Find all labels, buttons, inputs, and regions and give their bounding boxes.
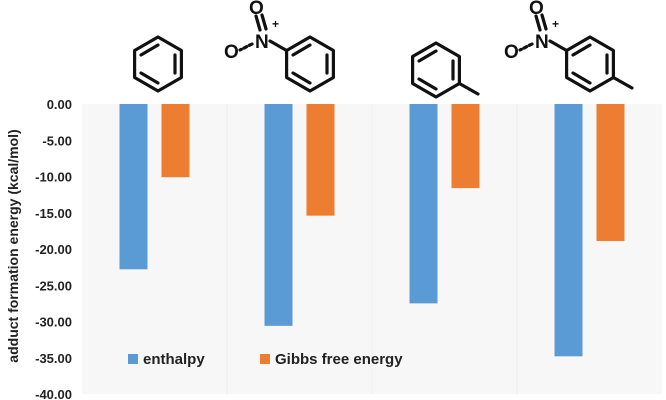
y-tick-label: -15.00 [35, 206, 72, 221]
y-tick-label: -20.00 [35, 242, 72, 257]
bar-enthalpy-benzene [119, 104, 148, 270]
legend-swatch-enthalpy [128, 354, 138, 364]
y-axis-ticks: 0.00 -5.00 -10.00 -15.00 -20.00 -25.00 -30.00 -… [35, 97, 72, 400]
svg-text:O: O [224, 42, 239, 63]
y-tick-label: -30.00 [35, 315, 72, 330]
legend-label-enthalpy: enthalpy [143, 351, 205, 368]
bar-gibbs-4-nitrotoluene [596, 104, 625, 242]
toluene-structure-icon [411, 41, 480, 99]
y-tick-label: -40.00 [35, 387, 72, 400]
bar-enthalpy-toluene [409, 104, 438, 304]
legend-label-gibbs: Gibbs free energy [275, 351, 403, 368]
bars [119, 104, 625, 357]
svg-text:+: + [272, 17, 279, 31]
bar-gibbs-nitrobenzene [306, 104, 335, 216]
svg-text:N: N [535, 32, 549, 53]
bar-enthalpy-4-nitrotoluene [554, 104, 583, 357]
y-axis-title: adduct formation energy (kcal/mol) [5, 129, 21, 362]
svg-text:O: O [504, 42, 519, 63]
y-tick-label: -25.00 [35, 278, 72, 293]
bar-enthalpy-nitrobenzene [264, 104, 293, 326]
nitrobenzene-structure-icon: N + O O [224, 0, 335, 93]
svg-text:O: O [529, 0, 544, 19]
svg-text:N: N [255, 32, 269, 53]
bar-gibbs-toluene [451, 104, 480, 189]
legend: enthalpy Gibbs free energy [128, 351, 403, 368]
legend-swatch-gibbs [260, 354, 270, 364]
y-tick-label: -5.00 [42, 133, 72, 148]
svg-text:O: O [249, 0, 264, 19]
y-tick-label: 0.00 [47, 97, 72, 112]
benzene-structure-icon [133, 35, 183, 93]
nitrotoluene-structure-icon: N + O O [504, 0, 634, 93]
bar-gibbs-benzene [161, 104, 190, 178]
svg-text:+: + [552, 17, 559, 31]
y-tick-label: -10.00 [35, 170, 72, 185]
y-tick-label: -35.00 [35, 351, 72, 366]
